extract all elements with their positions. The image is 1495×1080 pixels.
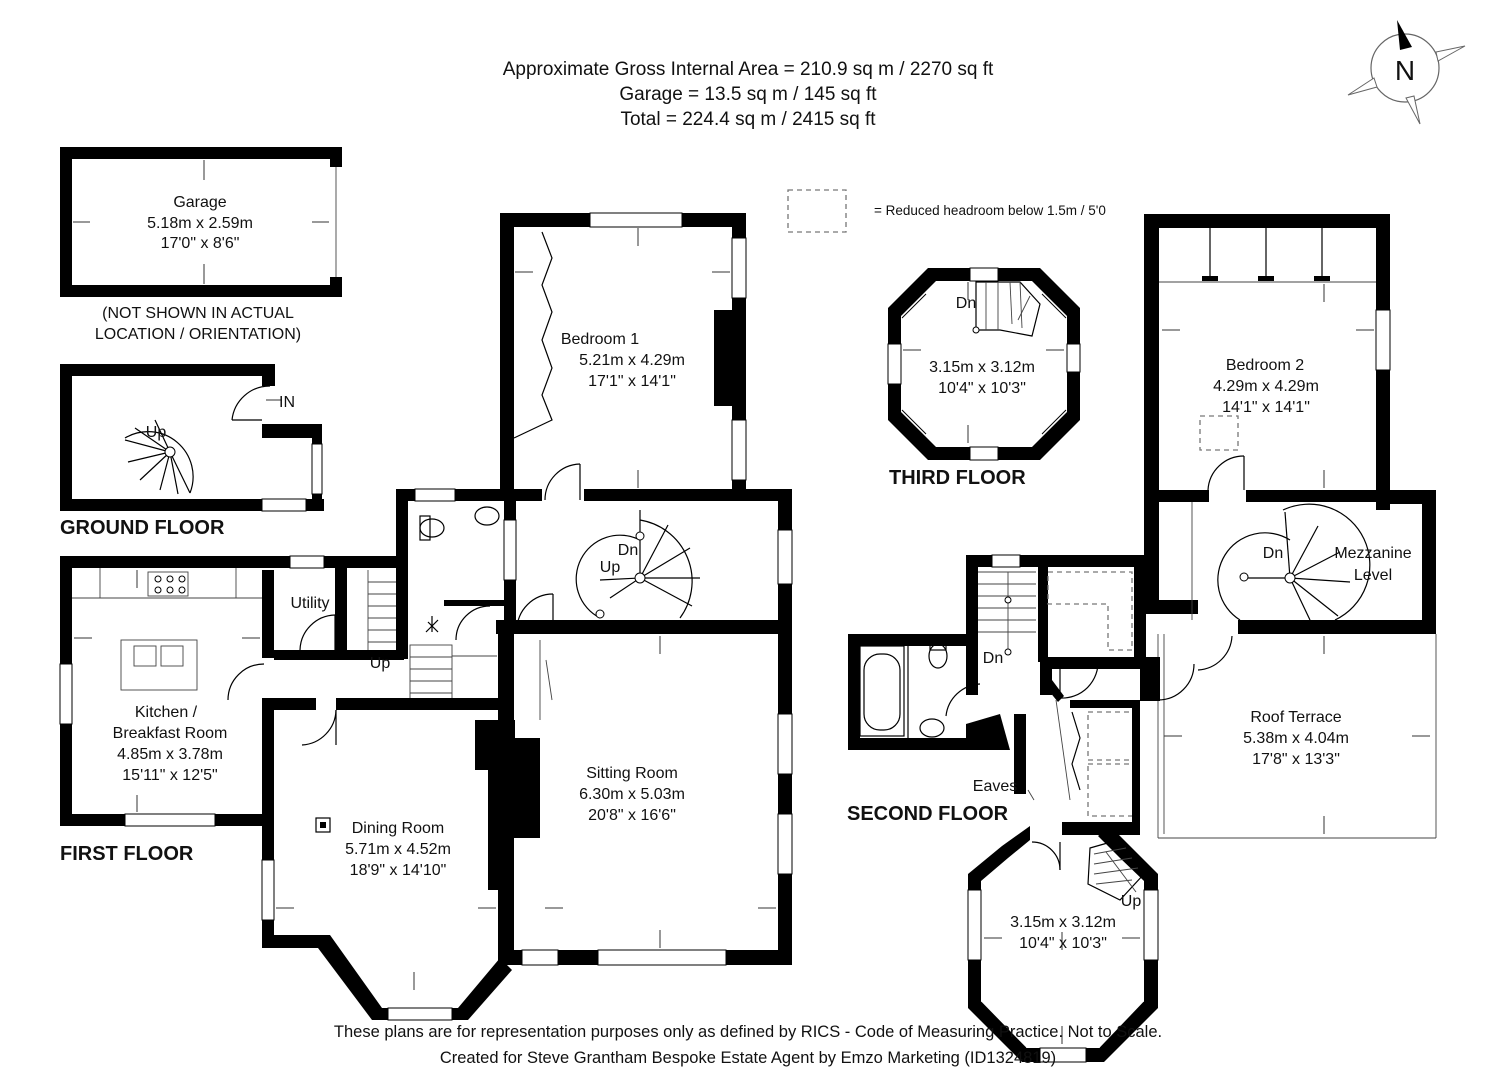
- garage-name: Garage: [173, 194, 226, 211]
- utility-up-label: Up: [370, 655, 391, 672]
- area-line-2: Garage = 13.5 sq m / 145 sq ft: [619, 84, 877, 105]
- dining-metric: 5.71m x 4.52m: [345, 841, 451, 858]
- mezzanine-dn-label: Dn: [1263, 545, 1283, 562]
- tower-third-metric: 3.15m x 3.12m: [929, 359, 1035, 376]
- sitting-name: Sitting Room: [586, 765, 678, 782]
- roof-terrace-name: Roof Terrace: [1250, 709, 1341, 726]
- tower-second-metric: 3.15m x 3.12m: [1010, 914, 1116, 931]
- second-up-label: Up: [1121, 893, 1142, 910]
- kitchen-name-2: Breakfast Room: [113, 725, 228, 742]
- compass-icon: N: [1347, 20, 1466, 125]
- area-line-3: Total = 224.4 sq m / 2415 sq ft: [620, 109, 876, 130]
- utility-name: Utility: [290, 595, 329, 612]
- second-floor-title: SECOND FLOOR: [847, 803, 1009, 825]
- first-floor-title: FIRST FLOOR: [60, 843, 194, 865]
- eaves-label: Eaves: [973, 778, 1017, 795]
- bedroom1-imperial: 17'1" x 14'1": [588, 373, 676, 390]
- ground-floor-title: GROUND FLOOR: [60, 517, 225, 539]
- kitchen-name-1: Kitchen /: [135, 704, 198, 721]
- garage-note-1: (NOT SHOWN IN ACTUAL: [102, 305, 294, 322]
- bedroom2-metric: 4.29m x 4.29m: [1213, 378, 1319, 395]
- bedroom2-imperial: 14'1" x 14'1": [1222, 399, 1310, 416]
- kitchen-metric: 4.85m x 3.78m: [117, 746, 223, 763]
- mezzanine-line-1: Mezzanine: [1334, 545, 1411, 562]
- roof-terrace-metric: 5.38m x 4.04m: [1243, 730, 1349, 747]
- garage-plan: [60, 147, 342, 297]
- dining-imperial: 18'9" x 14'10": [350, 862, 447, 879]
- roof-terrace-imperial: 17'8" x 13'3": [1252, 751, 1340, 768]
- garage-imperial: 17'0" x 8'6": [161, 235, 240, 252]
- first-floor-plan: [59, 212, 793, 1021]
- sitting-metric: 6.30m x 5.03m: [579, 786, 685, 803]
- compass-label: N: [1395, 55, 1415, 86]
- garage-note-2: LOCATION / ORIENTATION): [95, 326, 301, 343]
- garage-metric: 5.18m x 2.59m: [147, 215, 253, 232]
- sitting-imperial: 20'8" x 16'6": [588, 807, 676, 824]
- ground-up-label: Up: [146, 424, 167, 441]
- mezzanine-line-2: Level: [1354, 567, 1392, 584]
- bedroom2-name: Bedroom 2: [1226, 357, 1304, 374]
- first-dn-label: Dn: [618, 542, 638, 559]
- ground-floor-plan: [60, 364, 324, 512]
- bedroom1-name: Bedroom 1: [561, 331, 639, 348]
- reduced-headroom-swatch: [787, 189, 847, 233]
- third-floor-plan: [887, 267, 1081, 461]
- tower-second-imperial: 10'4" x 10'3": [1019, 935, 1107, 952]
- third-floor-title: THIRD FLOOR: [889, 467, 1026, 489]
- tower-third-imperial: 10'4" x 10'3": [938, 380, 1026, 397]
- legend-text: = Reduced headroom below 1.5m / 5'0: [874, 203, 1106, 218]
- kitchen-imperial: 15'11" x 12'5": [122, 767, 217, 784]
- dining-name: Dining Room: [352, 820, 444, 837]
- second-dn-label: Dn: [983, 650, 1003, 667]
- third-dn-label: Dn: [956, 295, 976, 312]
- second-floor-plan: [848, 214, 1437, 1063]
- area-line-1: Approximate Gross Internal Area = 210.9 …: [503, 59, 994, 80]
- first-up-label: Up: [600, 559, 621, 576]
- footer-line-1: These plans are for representation purpo…: [334, 1023, 1162, 1041]
- footer-line-2: Created for Steve Grantham Bespoke Estat…: [440, 1049, 1056, 1067]
- entrance-in-label: IN: [279, 394, 295, 411]
- bedroom1-metric: 5.21m x 4.29m: [579, 352, 685, 369]
